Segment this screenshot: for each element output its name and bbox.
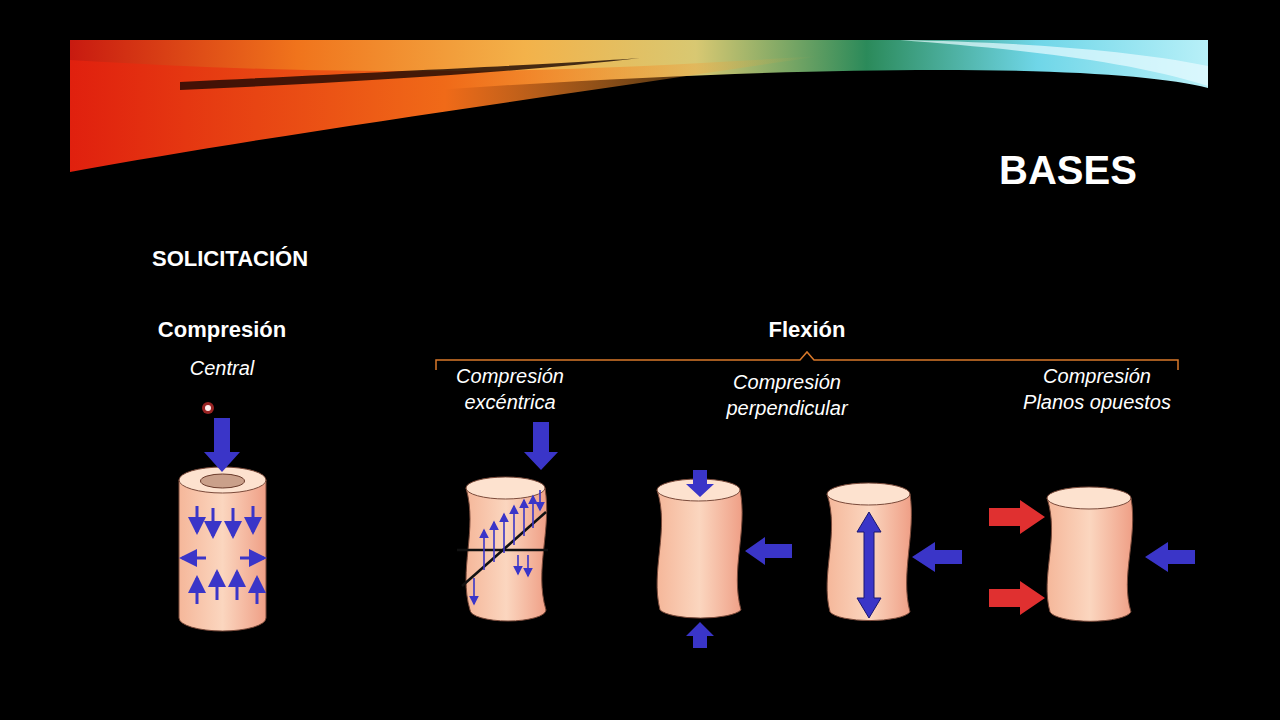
load-arrow (204, 418, 240, 472)
cylinder-perpendicular-b (827, 483, 962, 621)
banner-streak (180, 58, 640, 90)
cylinder-perpendicular-a (657, 470, 792, 648)
cylinder-body (827, 494, 911, 621)
category-heading: Compresión (158, 316, 286, 344)
stress-arrows (182, 506, 264, 604)
banner-swoosh (900, 40, 1208, 86)
cylinder-opposite (989, 487, 1195, 621)
cylinder-top (1047, 487, 1131, 509)
load-arrow (1145, 542, 1195, 572)
subtype-label: Compresión perpendicular (707, 369, 867, 421)
pointer-dot (202, 402, 214, 414)
subtype-label: Compresión Planos opuestos (1017, 363, 1177, 415)
load-arrow (989, 581, 1045, 615)
subtype-label: Compresión excéntrica (440, 363, 580, 415)
cylinder-body (657, 490, 742, 618)
canal-hole (201, 474, 245, 488)
category-heading: Flexión (768, 316, 845, 344)
cylinder-body (466, 488, 547, 621)
load-arrow (686, 622, 714, 648)
stress-arrow (857, 512, 881, 618)
cylinder-central (179, 418, 266, 631)
cylinder-body (179, 480, 266, 631)
pointer-dot-core (205, 405, 211, 411)
cylinder-top (827, 483, 910, 505)
cylinder-eccentric (457, 422, 558, 621)
load-arrow (989, 500, 1045, 534)
load-arrow (912, 542, 962, 572)
load-arrow (524, 422, 558, 470)
load-arrow (686, 470, 714, 497)
banner-wedge (70, 56, 820, 172)
section-heading: SOLICITACIÓN (152, 245, 308, 273)
stress-arrows (474, 490, 540, 604)
subtype-label: Central (190, 355, 254, 381)
load-arrow (745, 537, 792, 565)
cylinder-body (1047, 498, 1133, 621)
cylinder-top (466, 477, 545, 499)
slide-title: BASES (999, 146, 1137, 194)
